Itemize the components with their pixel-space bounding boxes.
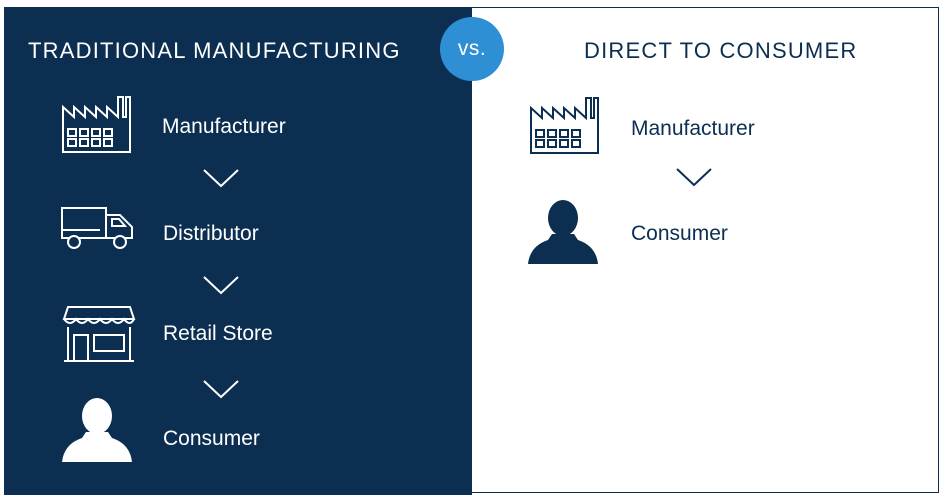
direct-step-consumer: Consumer — [631, 222, 728, 245]
traditional-step-consumer: Consumer — [163, 427, 260, 450]
traditional-step-distributor: Distributor — [163, 222, 259, 245]
store-icon — [62, 306, 136, 362]
chevron-down-icon — [203, 380, 239, 399]
traditional-step-manufacturer: Manufacturer — [162, 115, 286, 138]
traditional-heading: TRADITIONAL MANUFACTURING — [28, 38, 401, 63]
factory-icon — [530, 97, 599, 154]
person-icon — [62, 398, 132, 462]
traditional-panel — [4, 7, 472, 495]
direct-heading: DIRECT TO CONSUMER — [584, 38, 858, 63]
chevron-down-icon — [203, 169, 239, 188]
person-icon — [528, 200, 598, 264]
chevron-down-icon — [676, 168, 712, 187]
factory-icon — [62, 96, 131, 153]
versus-badge: vs. — [440, 17, 504, 81]
direct-step-manufacturer: Manufacturer — [631, 117, 755, 140]
traditional-step-retail-store: Retail Store — [163, 322, 273, 345]
chevron-down-icon — [203, 276, 239, 295]
truck-icon — [61, 207, 133, 249]
versus-label: vs. — [457, 37, 487, 60]
